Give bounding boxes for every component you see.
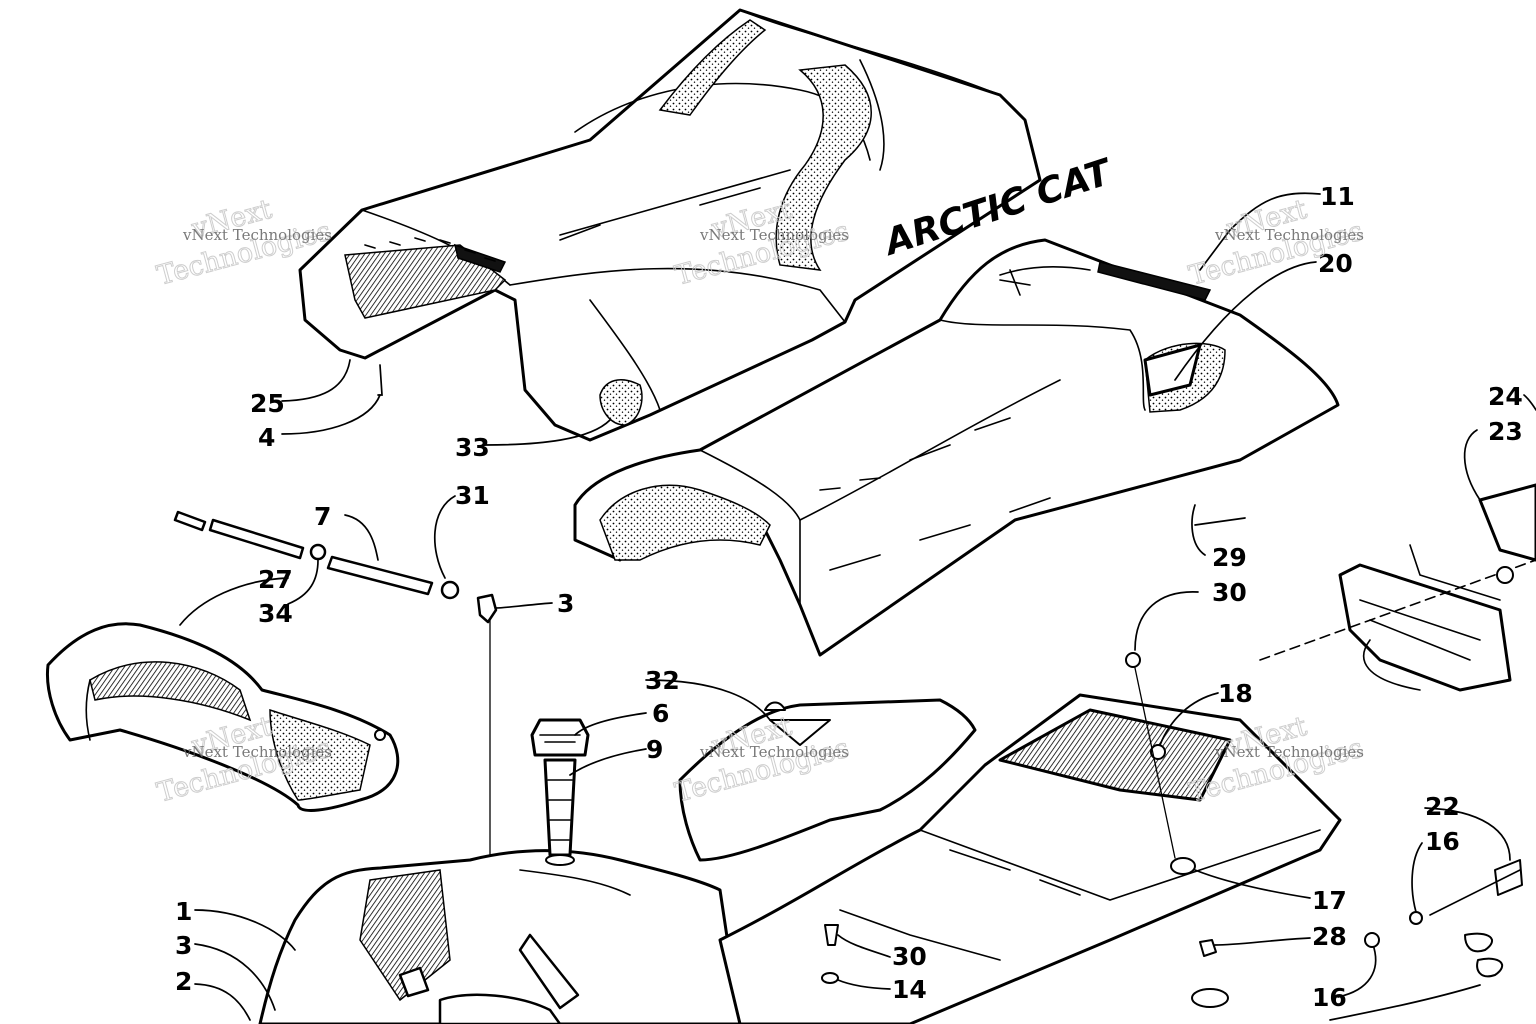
callout-25: 25 <box>250 389 285 418</box>
callout-16-rear: 17 <box>1312 886 1347 915</box>
callout-23: 24 <box>1488 382 1523 411</box>
side-panel <box>678 698 977 862</box>
callout-28: 30 <box>892 942 927 971</box>
callout-15: 16 <box>1312 983 1347 1012</box>
callout-labels: 25 4 33 11 20 24 23 29 30 7 31 3 27 34 3… <box>175 182 1523 1012</box>
watermark-small-5: vNext Technologies <box>699 743 849 761</box>
callout-7: 7 <box>314 502 331 531</box>
callout-11: 11 <box>1320 182 1355 211</box>
callout-2: 2 <box>175 967 192 996</box>
callout-18: 22 <box>1425 792 1460 821</box>
watermark-small-4: vNext Technologies <box>182 743 332 761</box>
callout-33: 32 <box>645 666 680 695</box>
callout-24: 27 <box>258 565 293 594</box>
callout-20: 20 <box>1318 249 1353 278</box>
callout-4: 3 <box>557 589 574 618</box>
callout-1: 1 <box>175 897 192 926</box>
leader-lines <box>179 192 1536 1021</box>
callout-14: 14 <box>892 975 927 1004</box>
callout-22: 23 <box>1488 417 1523 446</box>
tail-light <box>1259 483 1536 692</box>
lower-seat <box>573 238 1340 657</box>
watermark-small-6: vNext Technologies <box>1214 743 1364 761</box>
callout-6: 4 <box>258 423 275 452</box>
watermark-small-1: vNext Technologies <box>182 226 332 244</box>
filler-cap <box>530 718 590 866</box>
callout-9: 6 <box>652 699 669 728</box>
callout-16-right: 16 <box>1425 827 1460 856</box>
callout-27: 28 <box>1312 922 1347 951</box>
hardware <box>821 859 1523 1008</box>
watermark-small-2: vNext Technologies <box>699 226 849 244</box>
callout-3: 3 <box>175 931 192 960</box>
callout-10: 9 <box>646 735 663 764</box>
callout-31: 31 <box>455 481 490 510</box>
callout-34: 34 <box>258 599 293 628</box>
callout-32: 33 <box>455 433 490 462</box>
callout-29: 29 <box>1212 543 1247 572</box>
watermark-small-3: vNext Technologies <box>1214 226 1364 244</box>
gas-tank <box>258 849 742 1024</box>
fender-piece <box>45 622 400 812</box>
callout-17: 18 <box>1218 679 1253 708</box>
rear-body <box>718 652 1342 1024</box>
callout-30: 30 <box>1212 578 1247 607</box>
